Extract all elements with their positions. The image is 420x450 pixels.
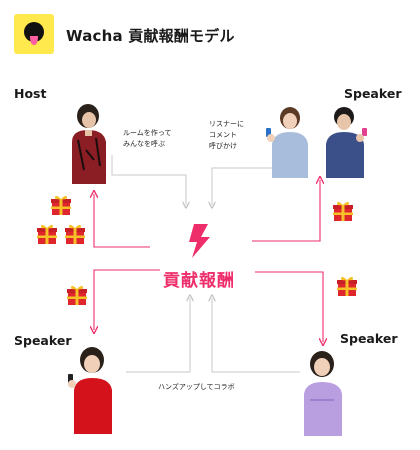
host-note-line: みんなを呼ぶ [123, 140, 165, 148]
pink-arrow-to-top-right [252, 180, 320, 242]
pink-arrow-to-bottom-right [255, 271, 323, 342]
lightning-bolt-icon [189, 224, 210, 258]
gift-box-icon [333, 201, 353, 221]
role-host: Host [14, 86, 47, 101]
listener-note-line: コメント [209, 131, 237, 139]
host-note-line: ルームを作って [123, 129, 172, 137]
speaker-top-right-woman-image [266, 107, 308, 178]
host-person-image [72, 104, 106, 184]
gray-arrow-bottom-left [126, 298, 190, 373]
center-label: 貢献報酬 [163, 271, 235, 291]
role-speaker-bottom-left: Speaker [14, 333, 72, 348]
pink-arrow-to-bottom-left [94, 269, 160, 330]
listener-note-line: 呼びかけ [209, 142, 237, 150]
raise-hand-note: ハンズアップしてコラボ [158, 383, 235, 391]
gift-box-icon [37, 224, 57, 244]
speaker-top-right-man-image [326, 107, 367, 178]
gift-box-icon [67, 285, 87, 305]
gray-arrow-bottom-right [212, 298, 300, 373]
listener-note-line: リスナーに [209, 120, 244, 128]
listener-note: リスナーに コメント 呼びかけ [209, 119, 244, 152]
wacha-logo [14, 14, 54, 54]
role-speaker-top-right: Speaker [344, 86, 402, 101]
gift-box-icon [337, 276, 357, 296]
host-note: ルームを作って みんなを呼ぶ [123, 128, 171, 150]
speaker-bottom-right-person-image [304, 351, 342, 436]
gray-arrow-host [111, 155, 186, 205]
gift-box-icon [51, 195, 71, 215]
pink-arrow-to-host [94, 194, 150, 248]
speaker-bottom-left-person-image [68, 347, 112, 434]
role-speaker-bottom-right: Speaker [340, 331, 398, 346]
page-title: Wacha 貢献報酬モデル [66, 27, 235, 45]
gift-box-icon [65, 224, 85, 244]
tongue-face-icon [24, 22, 44, 45]
